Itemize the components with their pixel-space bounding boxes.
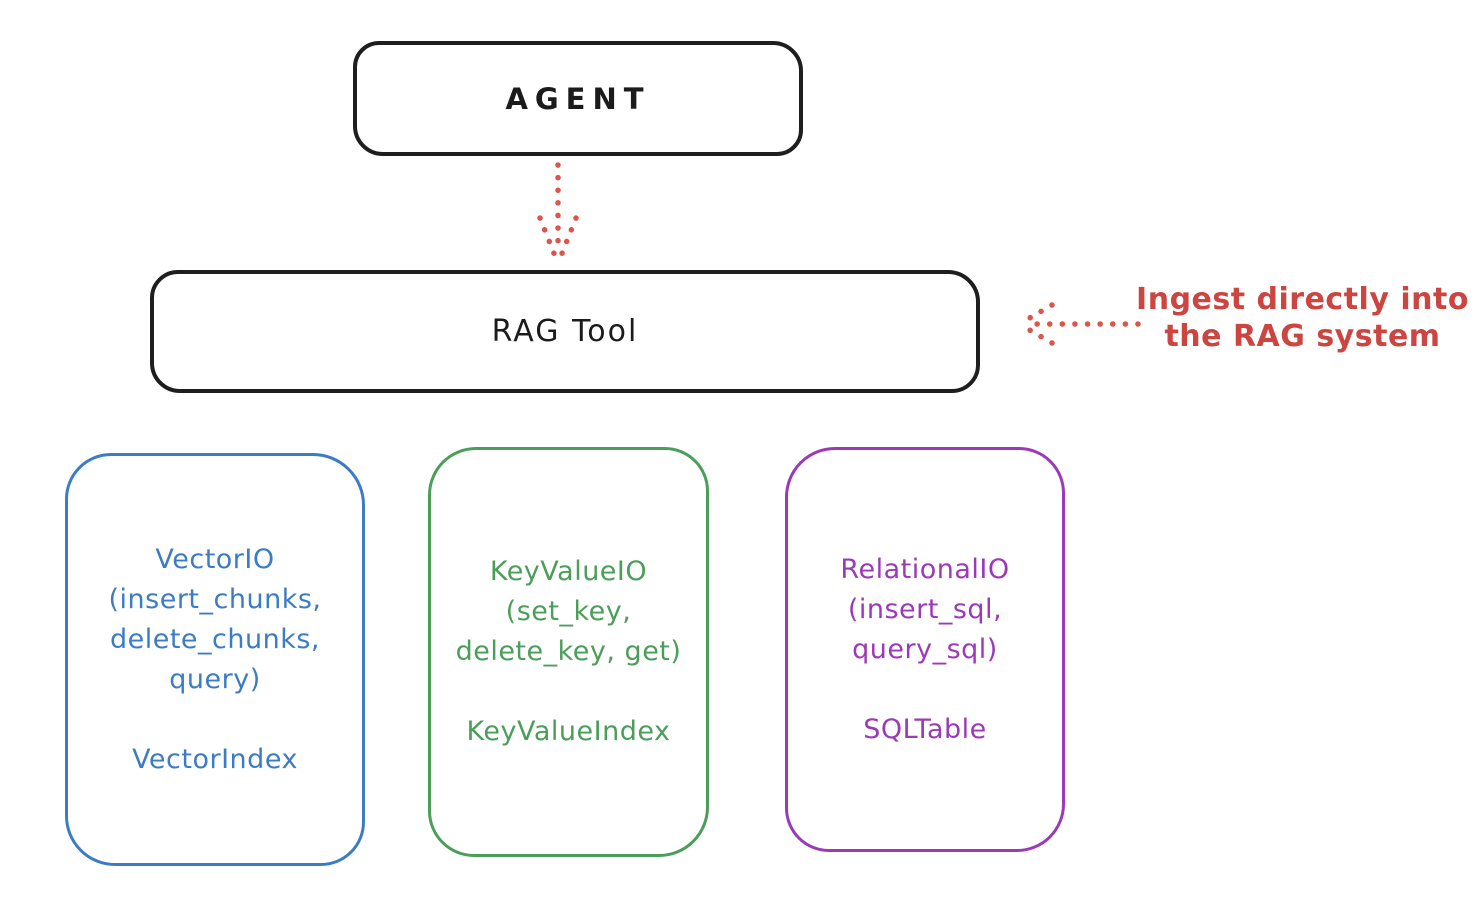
keyvalue-io-node: KeyValueIO (set_key, delete_key, get) Ke… xyxy=(428,447,709,857)
arrow-left-head-bottom xyxy=(1018,322,1055,346)
dotted-arrow-left-icon xyxy=(1018,302,1141,346)
arrow-left-head-top xyxy=(1018,302,1055,326)
vector-io-node: VectorIO (insert_chunks, delete_chunks, … xyxy=(65,453,365,866)
relational-io-methods-label: RelationalIO (insert_sql, query_sql) xyxy=(840,553,1010,665)
dotted-arrow-down-icon xyxy=(537,162,579,264)
rag-tool-node-label: RAG Tool xyxy=(491,314,639,349)
vector-io-methods-label: VectorIO (insert_chunks, delete_chunks, … xyxy=(108,543,322,695)
arrow-down-head-left xyxy=(537,215,560,264)
relational-io-node: RelationalIO (insert_sql, query_sql) SQL… xyxy=(785,447,1065,852)
rag-tool-node: RAG Tool xyxy=(150,270,980,393)
agent-node: AGENT xyxy=(353,41,803,156)
vector-index-label: VectorIndex xyxy=(132,743,298,775)
arrow-down-head-right xyxy=(556,215,579,264)
keyvalue-index-label: KeyValueIndex xyxy=(466,716,671,747)
keyvalue-io-methods-label: KeyValueIO (set_key, delete_key, get) xyxy=(455,556,682,667)
ingest-annotation-text: Ingest directly into the RAG system xyxy=(1136,282,1469,354)
agent-node-label: AGENT xyxy=(505,81,651,116)
sql-table-label: SQLTable xyxy=(863,713,987,745)
